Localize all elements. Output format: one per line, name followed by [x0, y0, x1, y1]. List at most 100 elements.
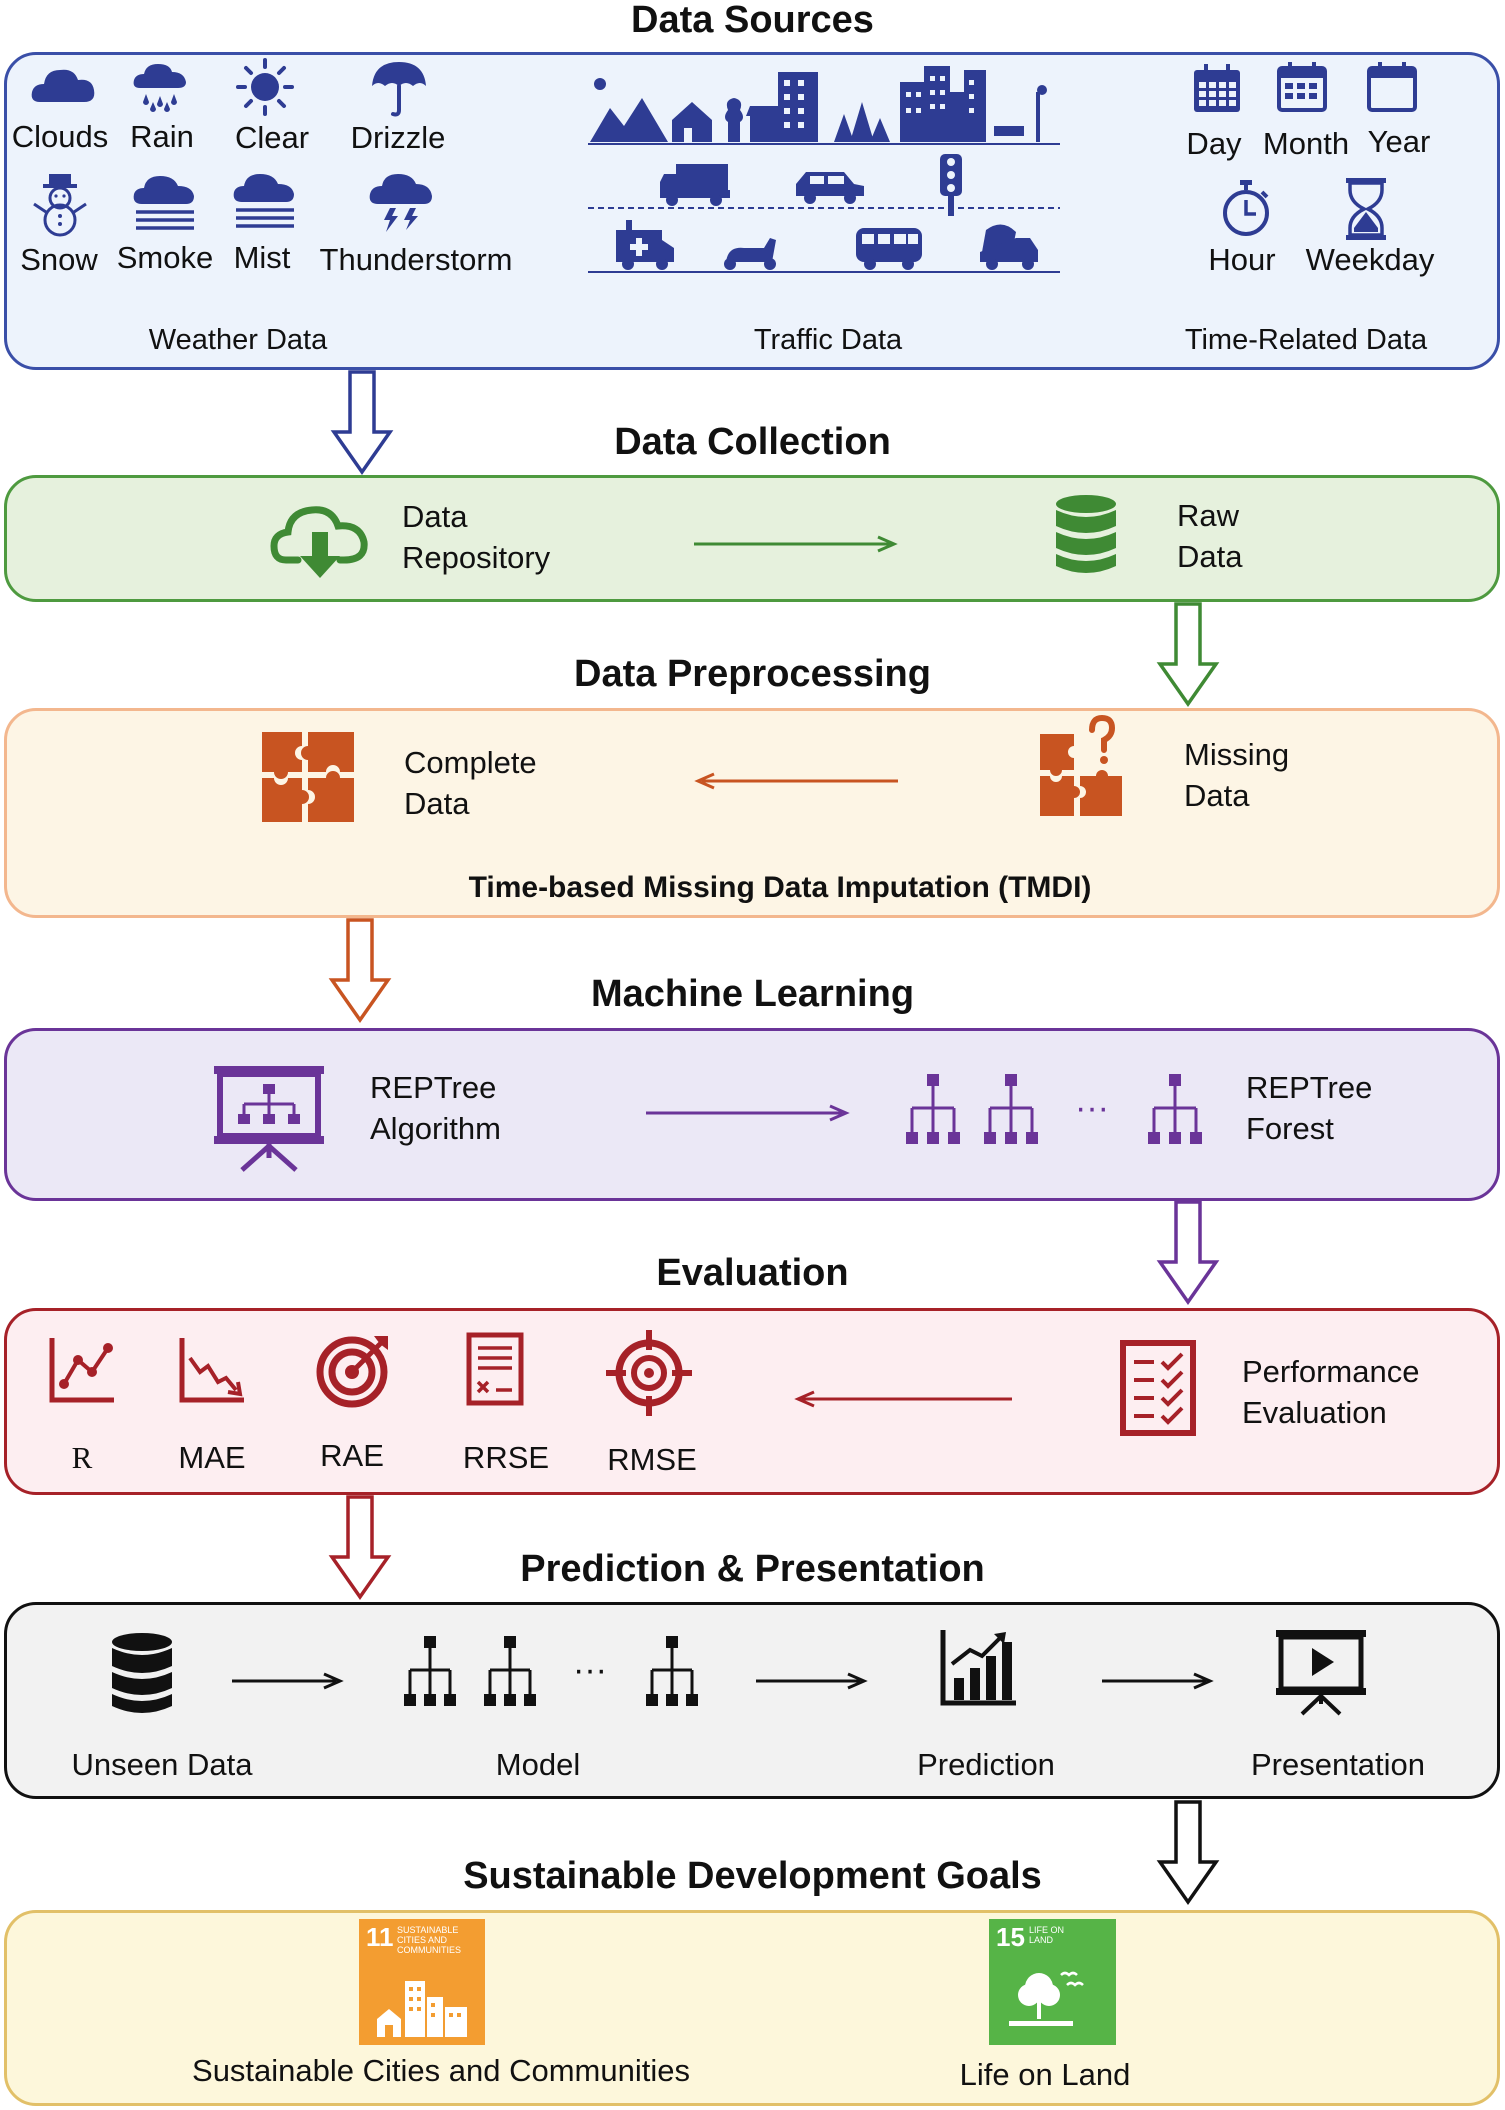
preprocessing-title: Data Preprocessing — [574, 653, 931, 695]
preprocessing-missing-line2: Data — [1184, 778, 1250, 813]
weather-label-drizzle: Drizzle — [350, 120, 446, 155]
weather-group-label: Weather Data — [148, 324, 328, 356]
flow-arrow-down-icon — [328, 918, 392, 1024]
calendar-month-icon — [1277, 62, 1327, 112]
evaluation-performance-line2: Evaluation — [1242, 1395, 1387, 1430]
database-icon — [1056, 495, 1116, 573]
checklist-icon — [1120, 1340, 1196, 1436]
preprocessing-complete-line2: Data — [404, 786, 470, 821]
time-label-month: Month — [1262, 126, 1350, 161]
ml-forest-line2: Forest — [1246, 1111, 1334, 1146]
stopwatch-icon — [1223, 180, 1269, 236]
collection-repository-line2: Repository — [402, 540, 551, 575]
prediction-label-presentation: Presentation — [1250, 1747, 1426, 1782]
ml-title: Machine Learning — [590, 973, 915, 1015]
prediction-panel — [4, 1602, 1500, 1799]
collection-repository-line1: Data — [402, 499, 468, 534]
weather-label-rain: Rain — [130, 119, 194, 154]
weather-label-smoke: Smoke — [116, 240, 214, 275]
ml-algorithm-line2: Algorithm — [370, 1111, 501, 1146]
sdg15-label: Life on Land — [959, 2057, 1131, 2092]
time-label-hour: Hour — [1208, 242, 1276, 277]
city-icon — [377, 1981, 467, 2037]
tree-icon — [404, 1636, 456, 1706]
puzzle-complete-icon — [262, 732, 354, 822]
sdg15-badge-text: LIFE ON LAND — [1029, 1925, 1065, 1945]
sdg11-badge-text: SUSTAINABLE CITIES AND COMMUNITIES — [397, 1925, 461, 1955]
preprocessing-missing-line1: Missing — [1184, 737, 1290, 772]
weather-label-thunderstorm: Thunderstorm — [319, 242, 513, 277]
prediction-label-prediction: Prediction — [917, 1747, 1055, 1782]
flow-arrow-down-icon — [330, 370, 394, 476]
sdg11-badge: 11 SUSTAINABLE CITIES AND COMMUNITIES — [359, 1919, 485, 2045]
sdg11-number: 11 — [366, 1922, 394, 1952]
line-chart-icon — [49, 1338, 114, 1403]
presentation-play-icon — [1276, 1630, 1366, 1716]
mist-icon — [233, 174, 294, 228]
ml-panel — [4, 1028, 1500, 1201]
snowman-icon — [33, 174, 87, 237]
collection-title: Data Collection — [614, 421, 891, 463]
time-label-weekday: Weekday — [1305, 242, 1435, 277]
thunderstorm-icon — [369, 174, 432, 232]
rain-icon — [133, 64, 186, 112]
ml-ellipsis: ··· — [1075, 1089, 1109, 1127]
evaluation-performance-line1: Performance — [1242, 1354, 1420, 1389]
time-label-year: Year — [1367, 124, 1431, 159]
cloud-download-icon — [270, 506, 368, 578]
ml-forest-line1: REPTree — [1246, 1070, 1373, 1105]
preprocessing-method: Time-based Missing Data Imputation (TMDI… — [468, 871, 1092, 904]
decline-chart-icon — [179, 1338, 244, 1403]
document-icon — [466, 1332, 524, 1406]
tree-icon — [484, 1636, 536, 1706]
metric-label-mae: MAE — [178, 1440, 246, 1475]
metric-label-r: R — [71, 1440, 93, 1475]
flow-arrow-right-icon — [646, 1104, 850, 1122]
time-group-label: Time-Related Data — [1184, 324, 1428, 356]
weather-label-clear: Clear — [234, 120, 310, 155]
flow-arrow-down-icon — [1156, 1800, 1220, 1906]
crosshair-icon — [606, 1330, 692, 1416]
prediction-ellipsis: ··· — [573, 1651, 607, 1689]
tree-birds-icon — [1009, 1971, 1084, 2026]
evaluation-panel — [4, 1308, 1500, 1495]
hourglass-icon — [1346, 178, 1386, 240]
time-label-day: Day — [1186, 126, 1242, 161]
flow-arrow-right-icon — [1102, 1672, 1214, 1690]
collection-raw-line1: Raw — [1177, 498, 1240, 533]
preprocessing-complete-line1: Complete — [404, 745, 537, 780]
weather-label-clouds: Clouds — [11, 119, 109, 154]
flow-arrow-down-icon — [1156, 1200, 1220, 1306]
calendar-day-icon — [1194, 64, 1240, 112]
prediction-title: Prediction & Presentation — [520, 1548, 985, 1590]
collection-raw-line2: Data — [1177, 539, 1243, 574]
presentation-tree-icon — [214, 1066, 324, 1172]
sdg-panel — [4, 1910, 1500, 2106]
metric-label-rmse: RMSE — [607, 1442, 697, 1477]
sdg15-badge: 15 LIFE ON LAND — [989, 1919, 1116, 2045]
sun-icon — [236, 58, 294, 116]
puzzle-missing-icon — [1040, 714, 1122, 816]
preprocessing-panel — [4, 708, 1500, 918]
collection-panel — [4, 475, 1500, 602]
flow-arrow-down-icon — [1156, 602, 1220, 708]
sdg-title: Sustainable Development Goals — [463, 1855, 1042, 1897]
traffic-scene-icon — [588, 66, 1060, 273]
tree-icon — [984, 1074, 1038, 1144]
traffic-group-label: Traffic Data — [753, 324, 903, 356]
evaluation-title: Evaluation — [656, 1252, 849, 1294]
tree-icon — [646, 1636, 698, 1706]
flow-arrow-right-icon — [694, 535, 898, 553]
tree-icon — [1148, 1074, 1202, 1144]
ml-algorithm-line1: REPTree — [370, 1070, 497, 1105]
calendar-year-icon — [1367, 62, 1417, 112]
clouds-icon — [31, 69, 95, 102]
sdg15-number: 15 — [996, 1922, 1025, 1952]
umbrella-icon — [372, 62, 426, 117]
database-icon — [112, 1633, 172, 1713]
smoke-icon — [133, 176, 194, 230]
flow-arrow-left-icon — [694, 772, 898, 790]
prediction-label-model: Model — [495, 1747, 581, 1782]
flow-arrow-right-icon — [232, 1672, 344, 1690]
flow-arrow-right-icon — [756, 1672, 868, 1690]
